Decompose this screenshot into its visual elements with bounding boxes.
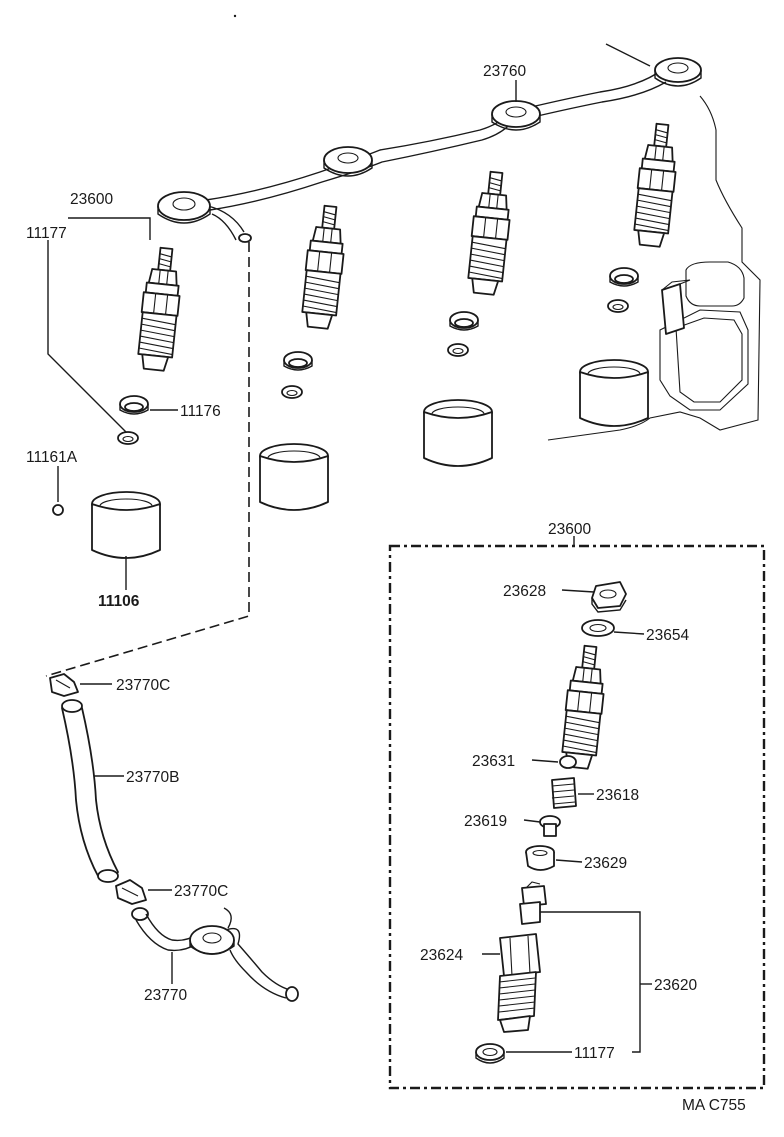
kit-spring [551,777,577,809]
label-spring: 23618 [596,787,639,804]
label-nozzle-holder-assy: 23600 [70,191,113,208]
clamp-upper [49,673,79,697]
label-clamp-upper: 23770C [116,677,170,694]
injector-3 [464,169,516,297]
pipe-ring-1 [157,191,211,224]
injection-pipe [157,43,702,243]
plug-icon [52,504,64,516]
pipe-ring-4 [654,57,702,87]
label-hose: 23770B [126,769,179,786]
label-gasket-kit: 11177 [574,1045,615,1062]
gasket-4 [607,299,629,313]
kit-gasket [475,1043,505,1064]
sleeve-1 [91,491,161,559]
sleeve-2 [259,443,329,511]
connection-dashed-line [45,242,250,677]
injector-2 [298,203,350,331]
sleeve-3 [423,399,493,467]
kit-washer [581,619,615,637]
injector-4 [630,121,682,249]
kit-nut [591,581,627,613]
injector-1 [134,245,186,373]
label-nut: 23628 [503,583,546,600]
cylinder-head-outline [547,95,761,441]
kit-nozzle [519,881,547,925]
label-plug: 11161A [26,449,78,466]
label-spacer: 23629 [584,855,627,872]
label-injection-pipe: 23760 [483,63,526,80]
kit-spacer [525,845,555,871]
washer-1 [119,395,149,415]
label-body: 23624 [420,947,463,964]
gasket-2 [281,385,303,399]
gasket-1 [117,431,139,445]
washer-3 [449,311,479,331]
label-holder-washer: 23654 [646,627,689,644]
label-ball: 23631 [472,753,515,770]
sleeve-4 [579,359,649,427]
label-pin: 23619 [464,813,507,830]
label-seal: 11106 [98,593,140,610]
kit-pin [539,815,561,837]
label-gasket-top: 11177 [26,225,67,242]
kit-upper-holder [558,643,610,771]
pipe-ring-2 [323,146,373,177]
kit-box [388,544,766,1090]
hose [61,699,119,883]
label-leakage-pipe: 23770 [144,987,187,1004]
kit-ball [559,755,577,769]
label-nozzle: 23620 [654,977,697,994]
label-nozzle-holder-kit: 23600 [548,521,591,538]
label-washer: 11176 [180,403,221,420]
leakage-pipe [131,907,299,1002]
gasket-3 [447,343,469,357]
kit-body [497,933,541,1033]
footer-code: MA C755 [682,1097,746,1114]
pipe-ring-3 [491,100,541,131]
washer-4 [609,267,639,287]
clamp-lower [115,879,147,905]
washer-2 [283,351,313,371]
label-clamp-lower: 23770C [174,883,228,900]
